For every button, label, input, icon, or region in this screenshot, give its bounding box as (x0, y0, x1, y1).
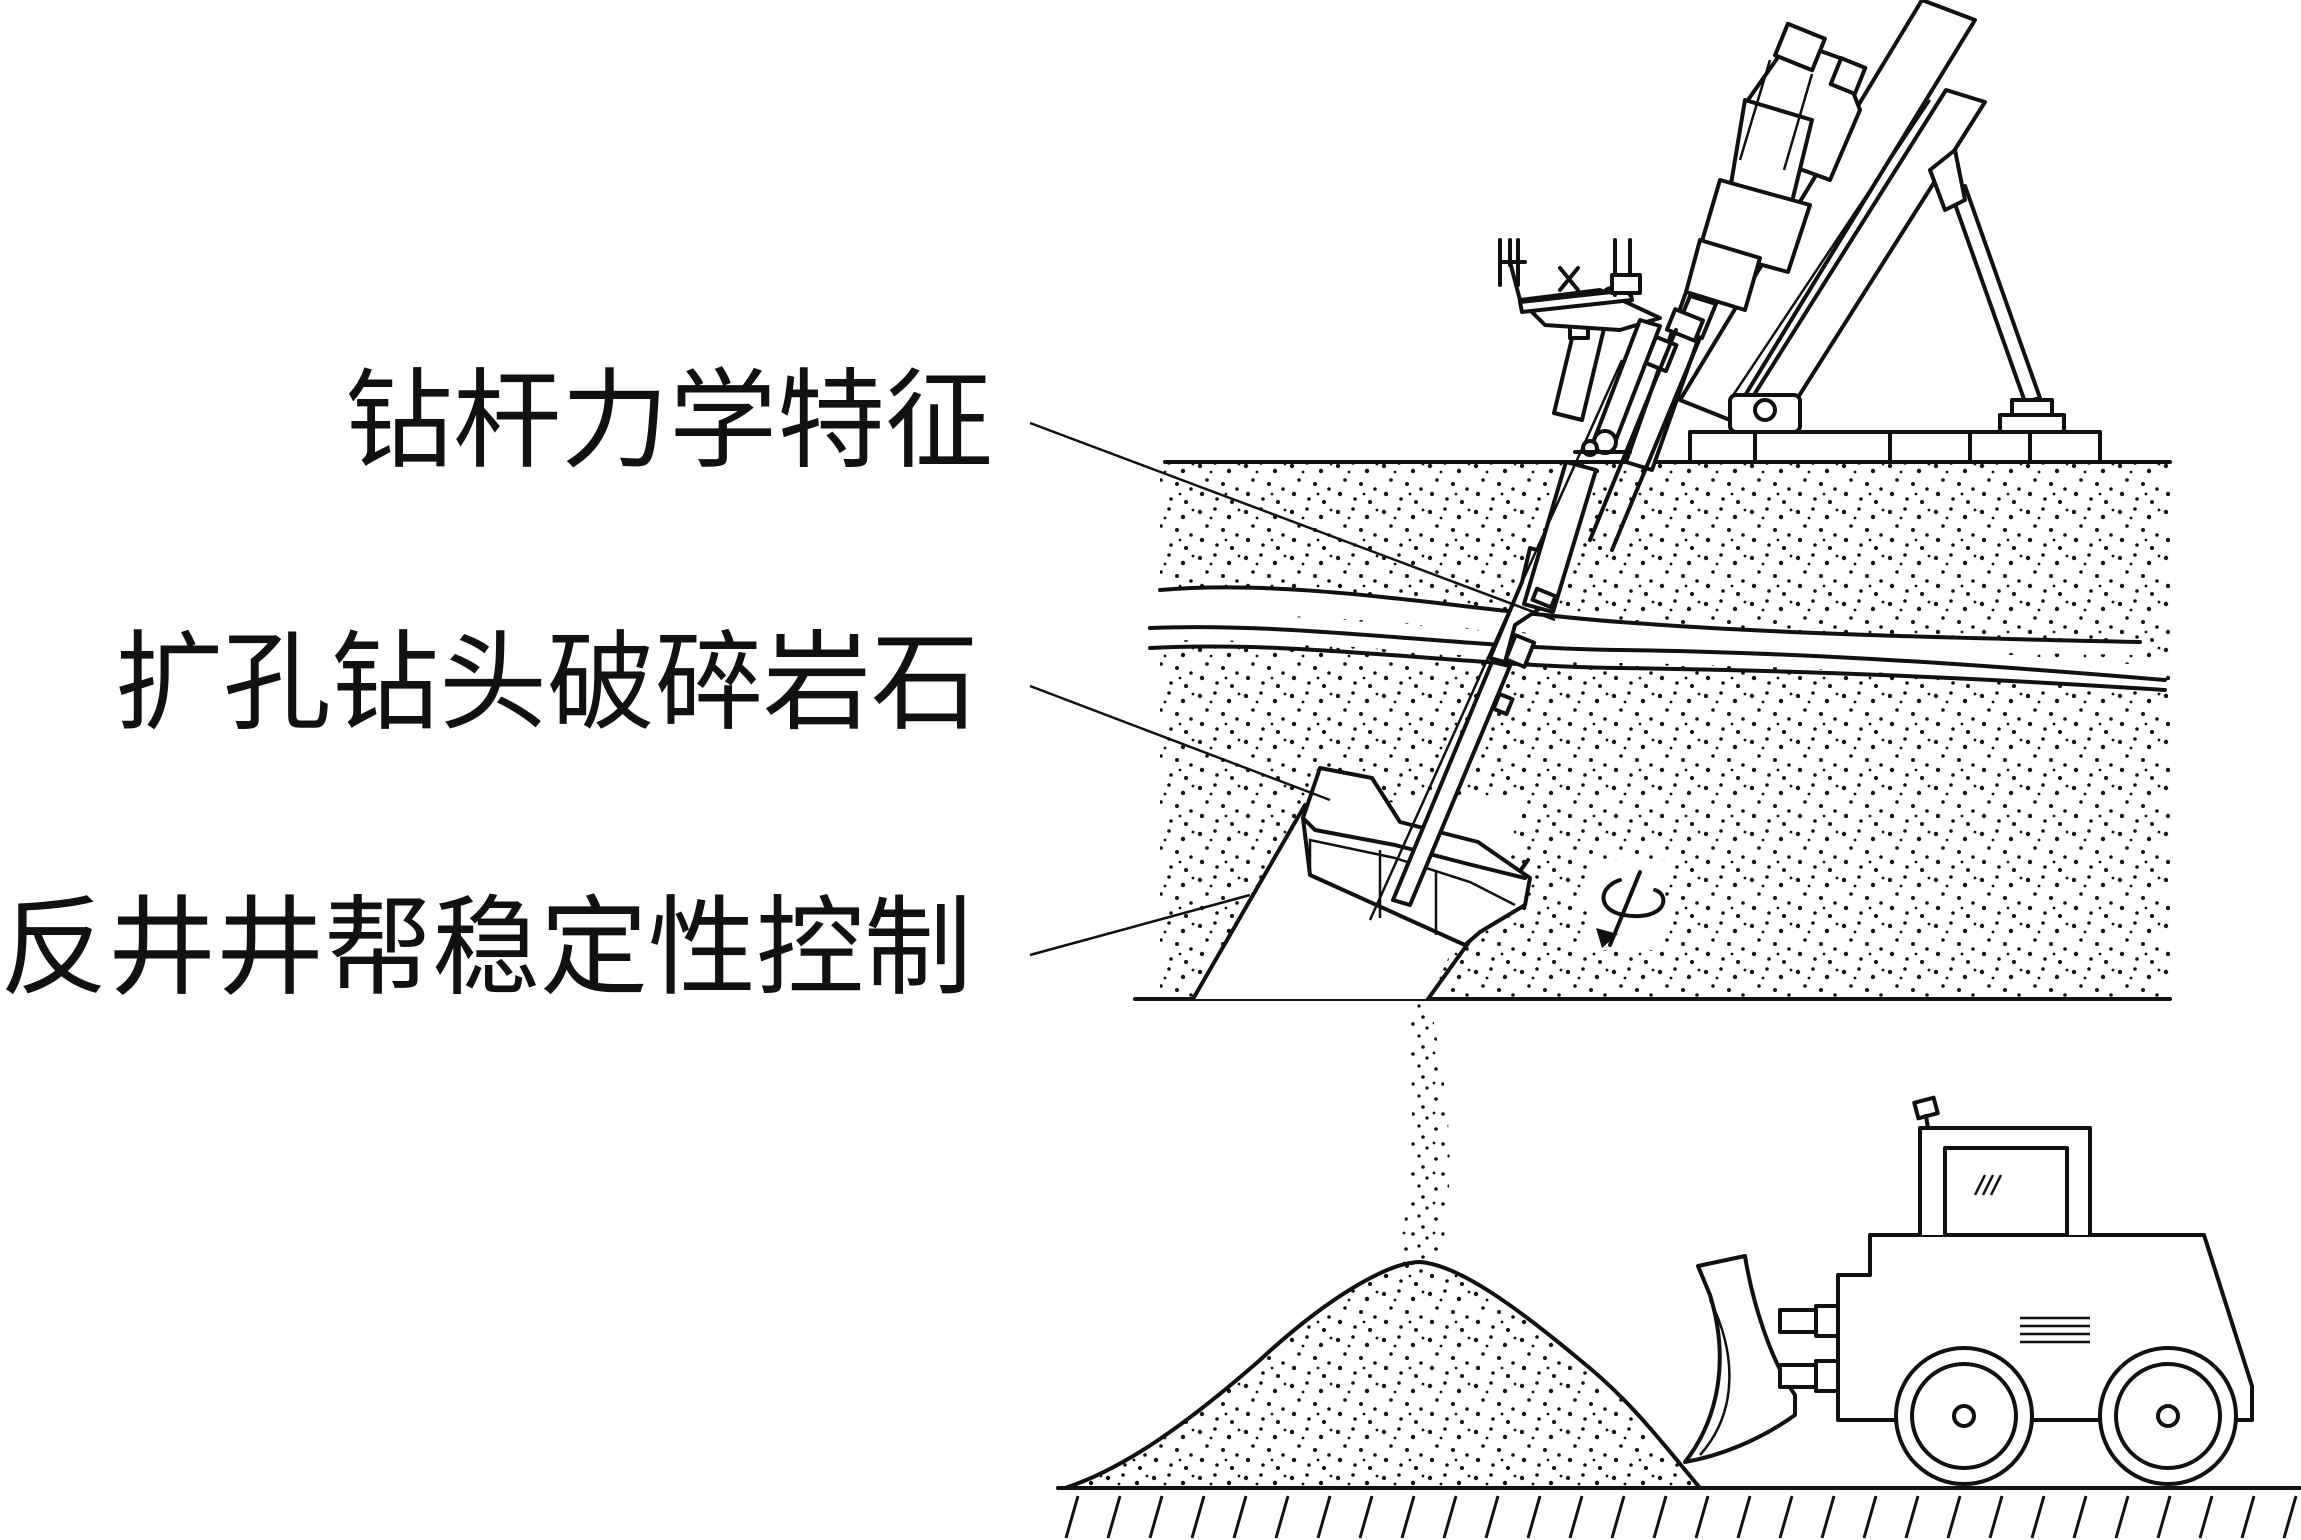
ground-hatch (1056, 1486, 2301, 1539)
label-drill-rod-mechanics: 钻杆力学特征 (345, 359, 993, 484)
rock-pile (1063, 1260, 1702, 1490)
falling-rock-stream (1395, 1002, 1450, 1268)
rock-seam (1160, 587, 2140, 655)
leader-line-shaft-wall (1029, 893, 1251, 957)
label-shaft-wall-stability: 反井井帮稳定性控制 (0, 886, 972, 1011)
raise-boring-rig (1498, 0, 2102, 552)
rotation-arrow-icon (1588, 860, 1666, 950)
wheel-loader-icon (1683, 1095, 2254, 1486)
leader-line-drill-rod (1029, 421, 1556, 622)
leader-line-reamer (1029, 684, 1331, 802)
label-reamer-rock-breaking: 扩孔钻头破碎岩石 (115, 621, 979, 746)
